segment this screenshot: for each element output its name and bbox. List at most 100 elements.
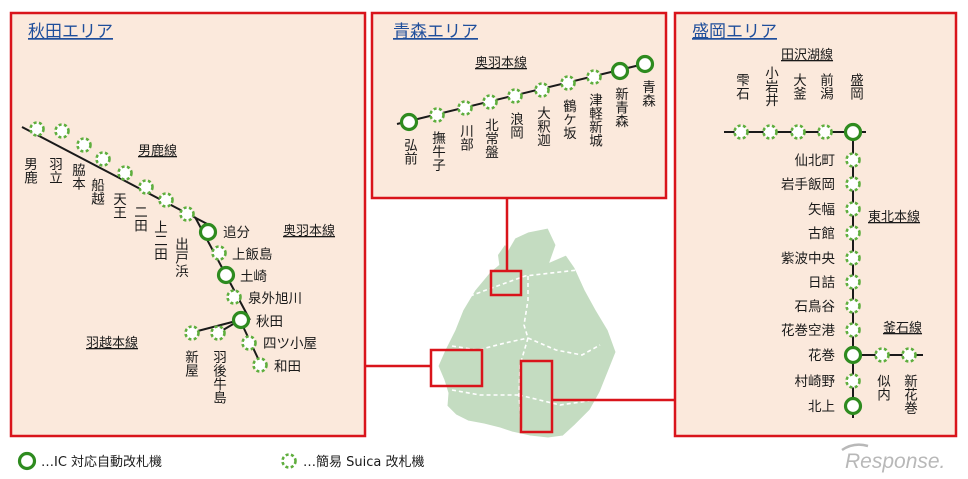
station-name-shiwachuo: 紫波中央 — [781, 251, 835, 267]
kamaishi-line-label: 釜石線 — [883, 320, 922, 336]
station-marker-araya — [184, 325, 200, 341]
station-marker-hizume — [845, 274, 861, 290]
station-marker-wakimoto — [76, 137, 92, 153]
station-marker-hirosaki — [399, 112, 419, 132]
station-marker-tsurugasaka — [560, 75, 576, 91]
station-name-ugoushijima: 羽後牛島 — [210, 350, 227, 404]
station-name-hirosaki: 弘前 — [401, 138, 418, 166]
morioka-area-panel: 盛岡エリア 田沢湖線 東北本線 釜石線 — [673, 11, 958, 438]
station-name-nitanai: 似内 — [874, 374, 891, 402]
akita-area-panel: 秋田エリア 男鹿線 奥羽本線 羽越本線 — [9, 11, 367, 438]
station-marker-nitanai — [874, 347, 890, 363]
station-marker-shizukuishi — [733, 124, 749, 140]
akita-area-title: 秋田エリア — [28, 22, 113, 42]
station-name-wada: 和田 — [274, 359, 301, 375]
station-name-kamiiijima: 上飯島 — [232, 247, 273, 263]
station-name-oiwake: 追分 — [223, 225, 250, 241]
station-name-kitatokiwa: 北常盤 — [482, 118, 499, 159]
station-name-ishidoriya: 石鳥谷 — [795, 299, 836, 315]
station-name-oga: 男鹿 — [21, 157, 38, 184]
akita-highlight-box — [429, 348, 484, 388]
station-marker-tenno — [117, 165, 133, 181]
station-name-tsugarushinjo: 津軽新城 — [586, 93, 603, 149]
station-name-kamifutatsuda: 上二田 — [151, 220, 168, 261]
station-name-murasakino: 村崎野 — [795, 374, 836, 390]
station-marker-namioka — [507, 88, 523, 104]
station-name-senbokucho: 仙北町 — [795, 153, 836, 169]
station-name-shinhanamaki: 新花巻 — [901, 374, 918, 415]
station-name-hanamakikuko: 花巻空港 — [781, 323, 835, 339]
legend: …IC 対応自動改札機 …簡易 Suica 改札機 — [17, 451, 424, 471]
station-marker-yotsugoya — [241, 335, 257, 351]
station-name-yahaba: 矢幅 — [808, 202, 835, 218]
station-marker-koiwai — [762, 124, 778, 140]
station-marker-izumisotoasahikawa — [226, 289, 242, 305]
connector-lines — [366, 197, 675, 402]
station-marker-hadachi — [54, 123, 70, 139]
station-name-kawabe: 川部 — [457, 124, 474, 151]
station-marker-ugoushijima — [210, 325, 226, 341]
station-name-futatsuda: 二田 — [131, 205, 148, 232]
station-name-hizume: 日詰 — [808, 275, 835, 291]
station-name-shizukuishi: 雫石 — [733, 73, 750, 101]
station-marker-senbokucho — [845, 152, 861, 168]
station-name-wakimoto: 脇本 — [69, 163, 86, 191]
station-name-okama: 大釜 — [790, 73, 807, 101]
station-name-namioka: 浪岡 — [507, 112, 524, 140]
station-name-izumisotoasahikawa: 泉外旭川 — [248, 290, 302, 307]
prefecture-borders — [451, 269, 601, 437]
morioka-area-title: 盛岡エリア — [692, 22, 777, 42]
station-marker-morioka — [843, 122, 863, 142]
station-marker-tsuchizaki — [216, 265, 236, 285]
station-marker-futatsuda — [138, 179, 154, 195]
station-name-morioka: 盛岡 — [847, 73, 864, 101]
station-marker-iwateiioka — [845, 176, 861, 192]
station-marker-maegata — [817, 124, 833, 140]
station-marker-murasakino — [845, 373, 861, 389]
station-marker-shinaomori — [610, 61, 630, 81]
station-name-yotsugoya: 四ツ小屋 — [263, 336, 317, 352]
station-marker-okama — [790, 124, 806, 140]
response-watermark: Response. — [841, 443, 945, 473]
station-name-tsuchizaki: 土崎 — [240, 269, 267, 285]
station-marker-kitakami — [843, 396, 863, 416]
tohoku-line-label: 東北本線 — [868, 209, 920, 225]
station-marker-shinhanamaki — [901, 347, 917, 363]
station-marker-funakoshi — [95, 151, 111, 167]
akita-station-names: 男鹿 羽立 脇本 船越 天王 二田 上二田 出戸浜 追分 上飯島 土崎 泉外旭川… — [21, 157, 317, 404]
station-name-iwateiioka: 岩手飯岡 — [781, 177, 835, 193]
station-name-aomori: 青森 — [639, 80, 656, 108]
station-name-tenno: 天王 — [110, 192, 127, 219]
station-marker-kamiiijima — [211, 245, 227, 261]
oga-line-label: 男鹿線 — [138, 143, 177, 159]
aomori-station-names: 弘前 撫牛子 川部 北常盤 浪岡 大釈迦 鶴ケ坂 津軽新城 新青森 青森 — [401, 80, 656, 172]
legend-simple-label: …簡易 Suica 改札機 — [303, 455, 424, 470]
station-marker-daishakushi — [534, 82, 550, 98]
legend-ic-gate-icon — [17, 451, 37, 471]
station-name-hanamaki: 花巻 — [808, 348, 836, 364]
station-marker-furudate — [845, 225, 861, 241]
response-logo-swoosh-icon — [841, 443, 869, 452]
station-marker-bushikogoshi — [429, 107, 445, 123]
aomori-area-title: 青森エリア — [393, 22, 478, 42]
akita-ou-line-label: 奥羽本線 — [283, 223, 335, 239]
watermark-text: Response. — [845, 450, 945, 473]
station-marker-oiwake — [198, 222, 218, 242]
station-name-akita: 秋田 — [256, 314, 283, 330]
legend-ic-label: …IC 対応自動改札機 — [41, 455, 162, 470]
station-name-koiwai: 小岩井 — [762, 66, 779, 108]
station-marker-shiwachuo — [845, 250, 861, 266]
station-name-shinaomori: 新青森 — [612, 87, 629, 128]
station-marker-ishidoriya — [845, 298, 861, 314]
morioka-station-names: 雫石 小岩井 大釜 前潟 盛岡 仙北町 岩手飯岡 矢幅 古館 紫波中央 日詰 石… — [733, 66, 918, 415]
station-name-daishakushi: 大釈迦 — [534, 106, 551, 148]
aomori-area-panel: 青森エリア 奥羽本線 弘前 撫牛子 川部 北常盤 浪岡 大釈迦 鶴ケ坂 津軽新城… — [370, 11, 668, 200]
station-name-hadachi: 羽立 — [46, 157, 63, 184]
station-marker-yahaba — [845, 201, 861, 217]
land-peninsula — [498, 245, 512, 270]
highlight-boxes — [429, 269, 554, 434]
station-name-araya: 新屋 — [182, 350, 199, 379]
station-marker-tsugarushinjo — [586, 69, 602, 85]
station-marker-hanamaki — [843, 345, 863, 365]
